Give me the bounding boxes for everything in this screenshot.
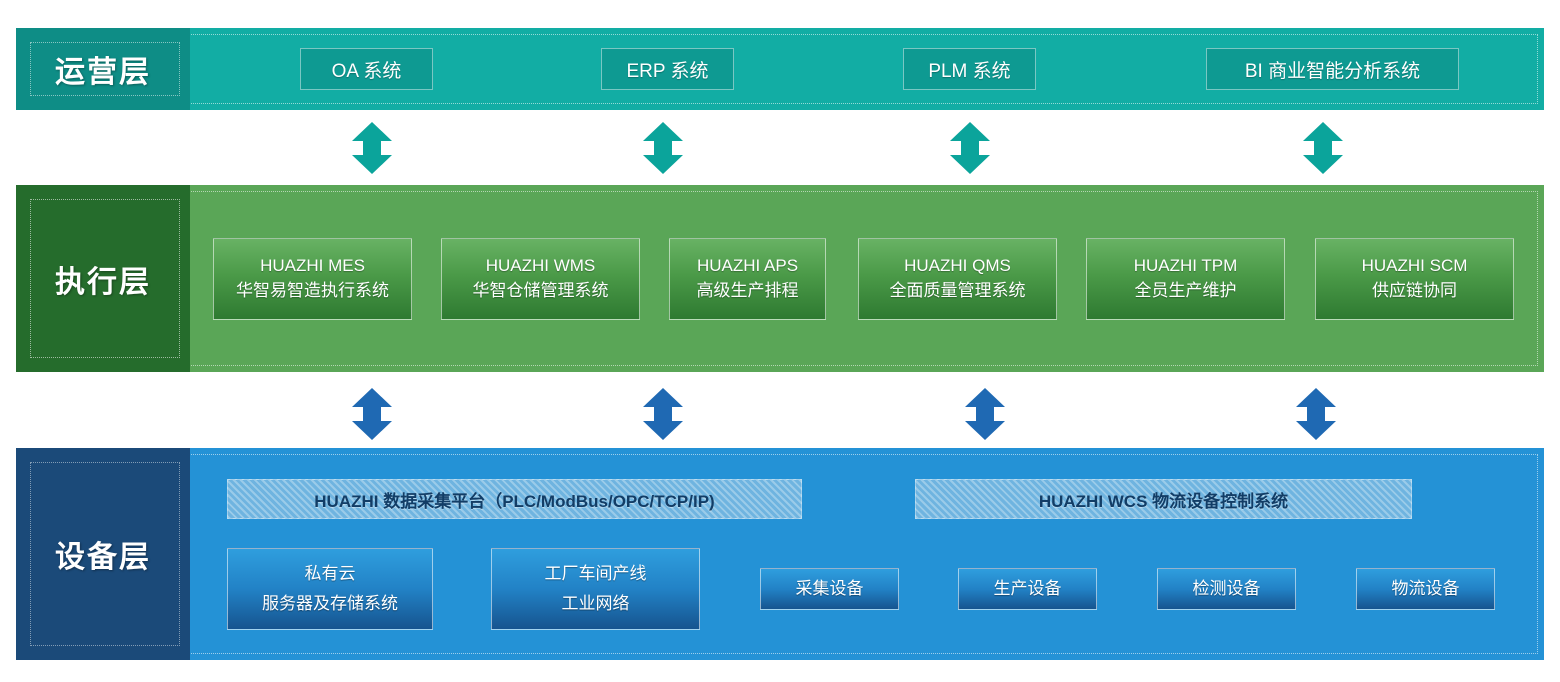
- operation-system-box[interactable]: PLM 系统: [903, 48, 1036, 90]
- operation-system-label: OA 系统: [331, 60, 402, 82]
- double-arrow-vertical-icon: [1301, 122, 1345, 174]
- execution-system-box[interactable]: HUAZHI QMS 全面质量管理系统: [858, 237, 1057, 320]
- double-arrow-vertical-icon: [350, 122, 394, 174]
- operation-layer-label: 运营层: [55, 56, 151, 89]
- execution-system-box[interactable]: HUAZHI TPM 全员生产维护: [1086, 237, 1285, 320]
- device-platform-bar[interactable]: HUAZHI 数据采集平台（PLC/ModBus/OPC/TCP/IP): [227, 479, 802, 519]
- device-layer-label-block: 设备层: [16, 448, 190, 660]
- device-platform-bar[interactable]: HUAZHI WCS 物流设备控制系统: [915, 479, 1412, 519]
- device-platform-label: HUAZHI WCS 物流设备控制系统: [1038, 491, 1289, 511]
- execution-system-code: HUAZHI APS: [696, 255, 799, 275]
- double-arrow-vertical-icon: [963, 388, 1007, 440]
- device-box[interactable]: 物流设备: [1356, 568, 1495, 610]
- device-box-label: 工厂车间产线: [544, 564, 647, 583]
- device-box[interactable]: 采集设备: [760, 568, 899, 610]
- double-arrow-vertical-icon: [641, 122, 685, 174]
- execution-system-box[interactable]: HUAZHI APS 高级生产排程: [669, 237, 826, 320]
- device-box-label: 服务器及存储系统: [262, 594, 398, 613]
- operation-system-label: ERP 系统: [626, 60, 709, 82]
- execution-system-code: HUAZHI TPM: [1133, 255, 1238, 275]
- device-layer-label: 设备层: [55, 541, 151, 574]
- device-box[interactable]: 检测设备: [1157, 568, 1296, 610]
- double-arrow-vertical-icon: [1294, 388, 1338, 440]
- device-layer-body: HUAZHI 数据采集平台（PLC/ModBus/OPC/TCP/IP) HUAZ…: [190, 448, 1544, 660]
- operation-system-label: PLM 系统: [928, 60, 1011, 82]
- execution-layer-label-block: 执行层: [16, 185, 190, 372]
- device-box-label: 生产设备: [993, 579, 1062, 598]
- execution-system-name: 华智易智造执行系统: [236, 280, 389, 300]
- device-box-label: 工业网络: [561, 594, 630, 613]
- device-box[interactable]: 私有云服务器及存储系统: [227, 548, 433, 630]
- device-box[interactable]: 工厂车间产线工业网络: [491, 548, 700, 630]
- operation-system-box[interactable]: BI 商业智能分析系统: [1206, 48, 1459, 90]
- execution-system-box[interactable]: HUAZHI WMS 华智仓储管理系统: [441, 237, 640, 320]
- execution-layer-label: 执行层: [55, 265, 151, 299]
- device-platform-label: HUAZHI 数据采集平台（PLC/ModBus/OPC/TCP/IP): [314, 491, 715, 511]
- device-box-label: 检测设备: [1192, 579, 1261, 598]
- operation-layer-band: 运营层 OA 系统 ERP 系统 PLM 系统 BI 商业智能分析系统: [16, 28, 1544, 110]
- execution-system-name: 全面质量管理系统: [889, 280, 1026, 300]
- operation-layer-label-block: 运营层: [16, 28, 190, 110]
- execution-system-code: HUAZHI MES: [260, 255, 365, 275]
- device-layer-band: 设备层 HUAZHI 数据采集平台（PLC/ModBus/OPC/TCP/IP)…: [16, 448, 1544, 660]
- double-arrow-vertical-icon: [350, 388, 394, 440]
- device-box-label: 私有云: [304, 564, 356, 583]
- device-box-label: 物流设备: [1391, 579, 1460, 598]
- device-box[interactable]: 生产设备: [958, 568, 1097, 610]
- execution-system-name: 全员生产维护: [1134, 280, 1237, 300]
- execution-system-code: HUAZHI QMS: [904, 255, 1011, 275]
- device-box-label: 采集设备: [795, 579, 864, 598]
- operation-system-box[interactable]: OA 系统: [300, 48, 433, 90]
- execution-system-name: 供应链协同: [1372, 280, 1457, 300]
- operation-layer-body: OA 系统 ERP 系统 PLM 系统 BI 商业智能分析系统: [190, 28, 1544, 110]
- execution-system-code: HUAZHI WMS: [485, 255, 596, 275]
- execution-system-code: HUAZHI SCM: [1361, 255, 1468, 275]
- execution-system-box[interactable]: HUAZHI SCM 供应链协同: [1315, 237, 1514, 320]
- operation-system-box[interactable]: ERP 系统: [601, 48, 734, 90]
- execution-system-name: 华智仓储管理系统: [472, 280, 609, 300]
- execution-system-box[interactable]: HUAZHI MES 华智易智造执行系统: [213, 237, 412, 320]
- execution-system-name: 高级生产排程: [696, 280, 799, 300]
- operation-system-label: BI 商业智能分析系统: [1244, 60, 1421, 82]
- double-arrow-vertical-icon: [948, 122, 992, 174]
- double-arrow-vertical-icon: [641, 388, 685, 440]
- execution-layer-band: 执行层 HUAZHI MES 华智易智造执行系统 HUAZHI WMS 华智仓储管理系…: [16, 185, 1544, 372]
